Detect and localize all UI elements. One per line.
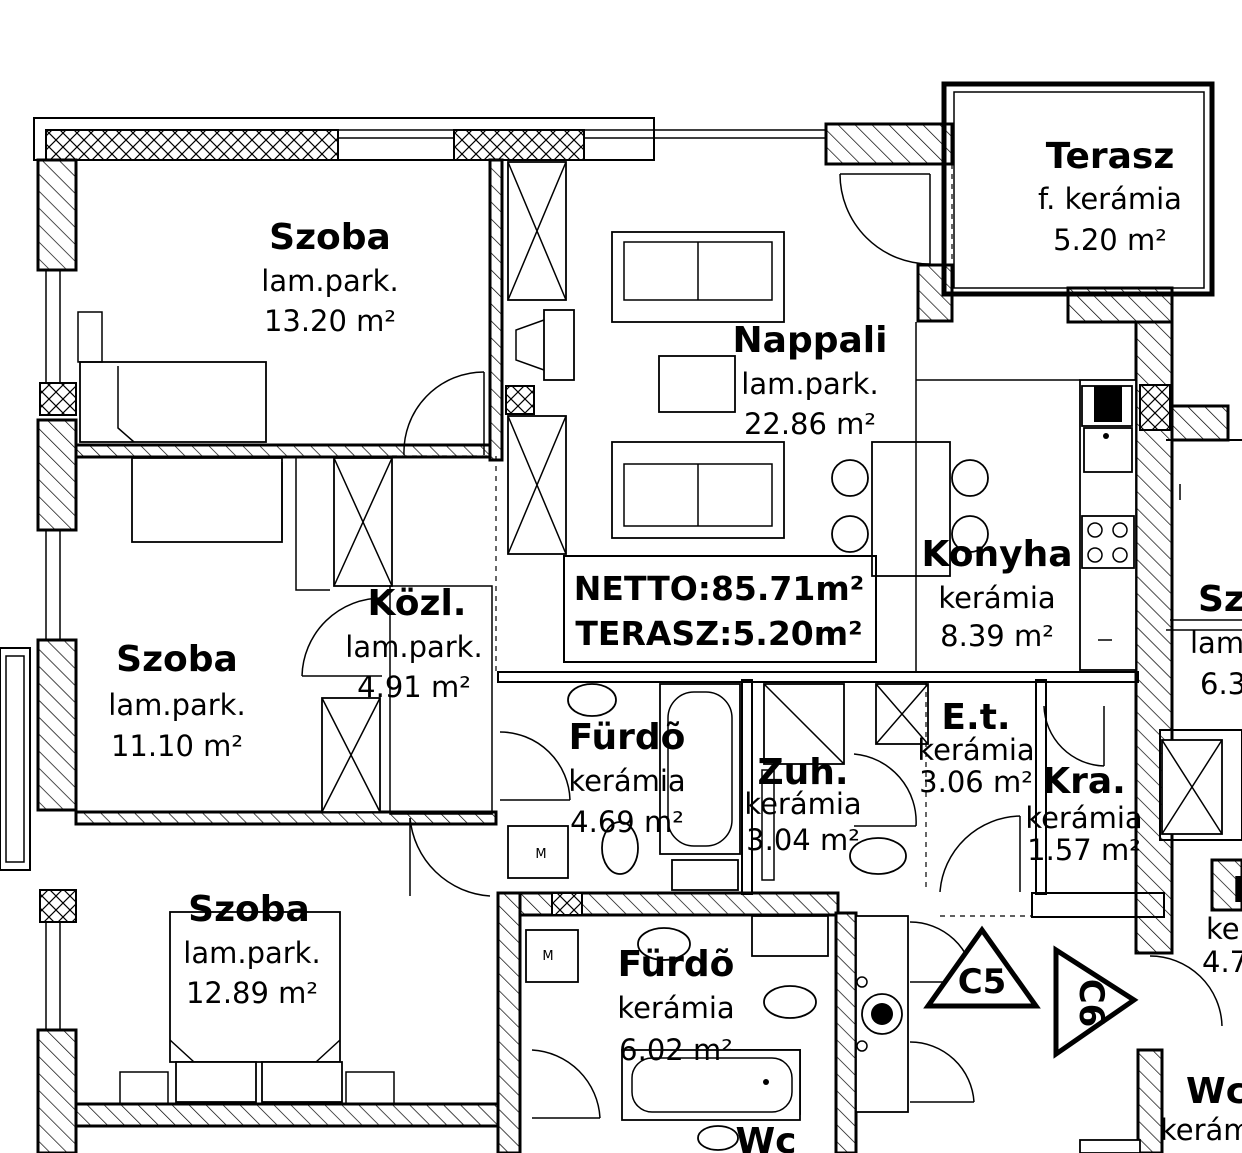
bath-fixtures <box>507 484 1181 1153</box>
walls <box>0 117 1242 1153</box>
room-material: kerámia <box>917 733 1034 767</box>
room-area: 4.91 m² <box>357 670 471 704</box>
room-name: Zuh. <box>757 752 848 793</box>
room-name: Kra. <box>1042 761 1126 802</box>
room-name: Szoba <box>269 217 391 258</box>
room-name: E.t. <box>941 697 1010 738</box>
room-area: 6.02 m² <box>619 1033 733 1067</box>
machine-mark: M <box>542 949 553 964</box>
room-name: Fürdõ <box>618 944 735 985</box>
section-marker-c5: C5 <box>923 925 1041 1009</box>
room-name: Konyha <box>921 534 1072 575</box>
section-marker-c6: C6 <box>1053 945 1139 1059</box>
room-area: 3.04 m² <box>746 823 860 857</box>
room-area: 4.69 m² <box>570 805 684 839</box>
room-name: Terasz <box>1046 136 1175 177</box>
room-area: 12.89 m² <box>186 976 318 1010</box>
dashed-lines <box>390 455 1040 917</box>
room-area: 8.39 m² <box>940 619 1054 653</box>
room-area: 6.3 <box>1200 667 1242 701</box>
wardrobes <box>321 161 1223 835</box>
room-material: lam.park. <box>183 936 320 970</box>
room-material: kerámia <box>1025 801 1142 835</box>
netto-area: NETTO:85.71m² <box>574 569 864 608</box>
room-material: kerámia <box>744 787 861 821</box>
room-material: kerám <box>1160 1113 1242 1147</box>
room-name: Nappali <box>733 320 888 361</box>
room-name: Sz <box>1198 579 1242 620</box>
room-area: 1.57 m² <box>1027 833 1141 867</box>
room-name: Szoba <box>116 639 238 680</box>
room-material: ker <box>1206 912 1242 946</box>
room-name: E <box>1232 870 1242 911</box>
labels: M M Szoba lam.park. 13.20 m² Nappali lam… <box>108 136 1242 1153</box>
room-name: Fürdõ <box>569 717 686 758</box>
room-material: f. kerámia <box>1038 182 1182 216</box>
room-area: 13.20 m² <box>264 304 396 338</box>
room-area: 3.06 m² <box>919 765 1033 799</box>
room-material: kerámia <box>617 991 734 1025</box>
room-area: 22.86 m² <box>744 407 876 441</box>
room-material: lam <box>1190 626 1242 660</box>
machine-mark: M <box>535 847 546 862</box>
living-furniture <box>515 231 989 577</box>
section-label-c6: C6 <box>1071 979 1111 1028</box>
room-material: kerámia <box>938 581 1055 615</box>
room-name: Wc <box>1186 1071 1242 1112</box>
beds <box>77 311 395 1105</box>
doors <box>301 173 1223 1119</box>
room-material: kerámia <box>568 764 685 798</box>
kitchen-counter <box>915 322 1137 672</box>
room-name: Közl. <box>368 583 467 624</box>
summary-box <box>563 555 877 663</box>
room-material: lam.park. <box>345 630 482 664</box>
room-name: Wc <box>735 1121 796 1153</box>
room-material: lam.park. <box>108 688 245 722</box>
room-area: 4.7 <box>1202 945 1242 979</box>
room-area: 11.10 m² <box>111 729 243 763</box>
room-material: lam.park. <box>741 367 878 401</box>
room-name: Szoba <box>188 889 310 930</box>
room-material: lam.park. <box>261 264 398 298</box>
section-label-c5: C5 <box>958 962 1007 1002</box>
room-area: 5.20 m² <box>1053 223 1167 257</box>
terrace-outline <box>941 81 1215 297</box>
terrace-area: TERASZ:5.20m² <box>575 614 862 653</box>
